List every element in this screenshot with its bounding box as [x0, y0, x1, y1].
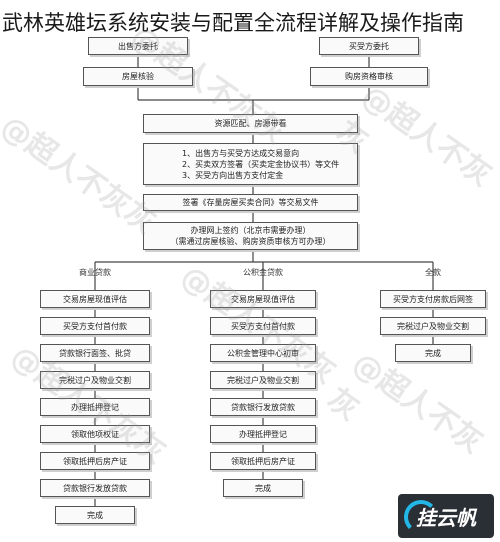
commercial-step-6: 领取他项权证: [40, 425, 150, 443]
site-logo: 挂云帆: [398, 494, 494, 538]
deal-steps-node: 1、出售方与买受方达成交易意向 2、买卖双方签署（买卖定金协议书）等文件 3、买…: [143, 143, 358, 185]
commercial-done: 完成: [55, 506, 135, 524]
full-done: 完成: [395, 344, 471, 362]
full-payment-label: 全款: [425, 268, 441, 277]
commercial-step-3: 贷款银行面签、批贷: [40, 344, 150, 362]
commercial-step-7: 领取抵押后房产证: [40, 452, 150, 470]
provident-step-5: 贷款银行发放贷款: [210, 398, 316, 416]
commercial-step-2: 买受方支付首付款: [40, 317, 150, 335]
commercial-step-4: 完税过户及物业交割: [40, 371, 150, 389]
house-verify-node: 房屋核验: [83, 67, 193, 86]
commercial-step-8: 贷款银行发放贷款: [40, 479, 150, 497]
provident-step-2: 买受方支付首付款: [210, 317, 316, 335]
online-sign-line-1: 办理网上签约（北京市需要办理）: [190, 226, 311, 235]
sign-contract-node: 签署《存量房屋买卖合同》等交易文件: [143, 194, 358, 211]
provident-done: 完成: [223, 479, 303, 497]
provident-step-6: 办理抵押登记: [210, 425, 316, 443]
commercial-loan-label: 商业贷款: [79, 268, 111, 277]
online-sign-node: 办理网上签约（北京市需要办理） （需通过房屋核验、购房资质审核方可办理）: [143, 222, 358, 250]
online-sign-line-2: （需通过房屋核验、购房资质审核方可办理）: [170, 237, 331, 246]
seller-entrust-node: 出售方委托: [88, 37, 188, 55]
commercial-step-1: 交易房屋现值评估: [40, 290, 150, 308]
provident-step-1: 交易房屋现值评估: [210, 290, 316, 308]
buyer-qualify-node: 购房资格审核: [310, 67, 428, 86]
page-title: 武林英雄坛系统安装与配置全流程详解及操作指南: [2, 11, 464, 35]
resource-match-node: 资源匹配、房源带看: [143, 114, 358, 133]
provident-loan-label: 公积金贷款: [243, 268, 283, 277]
deal-step-1: 1、出售方与买受方达成交易意向: [182, 148, 300, 158]
buyer-entrust-node: 买受方委托: [319, 37, 419, 55]
full-step-1: 买受方支付房款后网签: [380, 290, 486, 308]
provident-step-4: 完税过户及物业交割: [210, 371, 316, 389]
full-step-2: 完税过户及物业交割: [380, 317, 486, 335]
logo-hook-icon: [404, 500, 438, 534]
deal-step-3: 3、买受方向出售方支付定金: [182, 170, 284, 180]
provident-step-7: 领取抵押后房产证: [210, 452, 316, 470]
commercial-step-5: 办理抵押登记: [40, 398, 150, 416]
deal-step-2: 2、买卖双方签署（买卖定金协议书）等文件: [182, 159, 340, 169]
provident-step-3: 公积金管理中心初审: [210, 344, 316, 362]
